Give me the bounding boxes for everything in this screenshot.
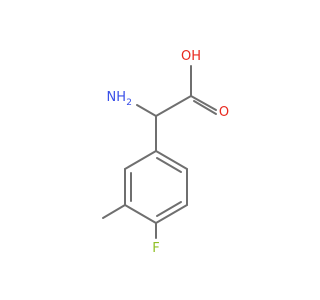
fluorine-label: F: [152, 241, 159, 256]
ring-double-bond-1: [156, 157, 182, 173]
hydroxyl-label: OH: [181, 49, 201, 64]
bond-calpha-carboxyl: [155, 95, 192, 117]
carbonyl-oxygen-label: O: [219, 105, 229, 120]
ring-bond-3: [155, 204, 188, 224]
ring-bond-1: [155, 150, 188, 170]
bond-ring-methyl: [102, 204, 126, 219]
bond-carbonyl-outer: [190, 95, 217, 111]
ring-double-bond-2: [156, 201, 182, 217]
ring-bond-4: [124, 204, 157, 224]
amine-label-main: NH: [107, 90, 127, 105]
bond-calpha-amine: [136, 104, 157, 117]
bond-carbonyl-inner: [193, 100, 217, 115]
molecule-structure: 2 NH OH O F: [102, 49, 229, 256]
amine-label: 2: [126, 98, 132, 108]
ring-bond-6: [124, 150, 157, 170]
